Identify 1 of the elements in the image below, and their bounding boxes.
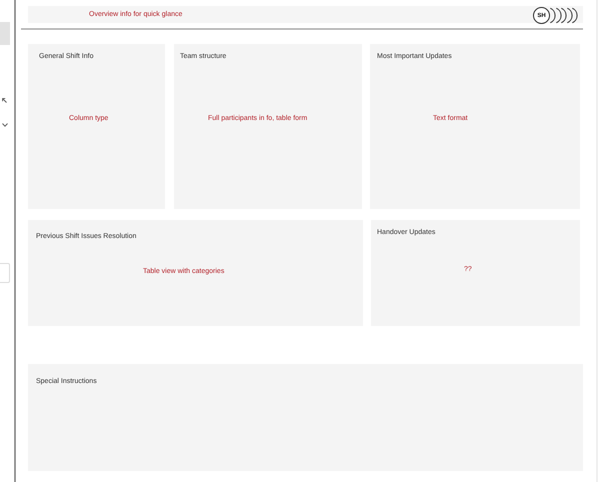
header-bar [28, 6, 583, 23]
